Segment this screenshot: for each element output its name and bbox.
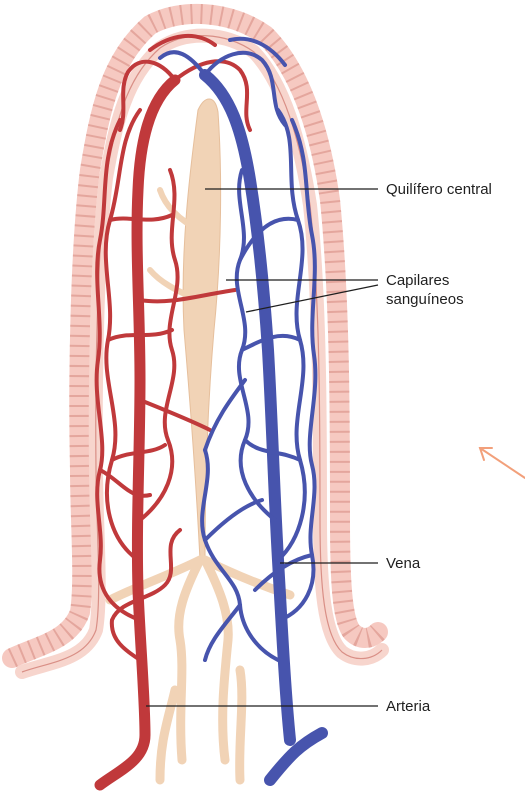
arrow-cursor-icon bbox=[480, 448, 525, 478]
label-capillaries-line1: Capilares bbox=[386, 272, 449, 289]
label-vein: Vena bbox=[386, 555, 421, 572]
artery-capillary-2 bbox=[140, 170, 178, 520]
label-artery: Arteria bbox=[386, 698, 431, 715]
label-lacteal: Quilífero central bbox=[386, 181, 492, 198]
vein-capillary-7 bbox=[205, 380, 262, 660]
vein-capillary-4 bbox=[202, 450, 278, 660]
label-capillaries-line2: sanguíneos bbox=[386, 291, 464, 308]
lacteal-body bbox=[183, 99, 221, 560]
